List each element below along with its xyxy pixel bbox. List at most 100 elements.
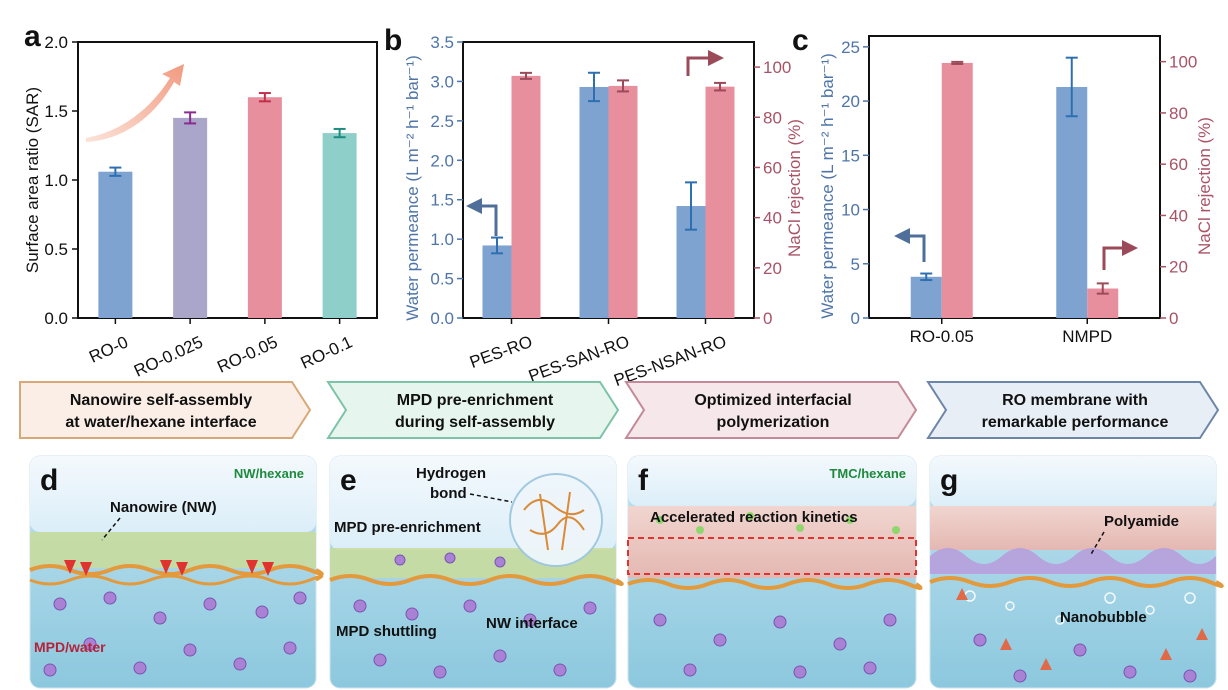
left-y-tick-label-b: 1.5	[430, 191, 454, 210]
panel-letter-b: b	[384, 24, 402, 57]
y-tick-label-a: 1.0	[44, 171, 68, 190]
hydrogen-bond-network	[523, 491, 585, 551]
x-tick-label-a: RO-0.025	[131, 332, 206, 380]
reaction-box-f	[627, 537, 917, 575]
callout-line-d	[101, 517, 121, 541]
step-label-line1: MPD pre-enrichment	[397, 392, 554, 409]
hexane-phase-d	[30, 456, 316, 532]
callout-nw-interface: NW interface	[486, 615, 578, 632]
right-axis-label-b: NaCl rejection (%)	[785, 119, 804, 257]
right-y-tick-label-c: 60	[1169, 155, 1188, 174]
right-y-tick-label-c: 80	[1169, 104, 1188, 123]
flux-arrows-g	[956, 588, 1208, 670]
step-arrow-1	[19, 381, 312, 439]
right-y-tick-label-c: 100	[1169, 53, 1197, 72]
right-y-tick-label-b: 20	[763, 259, 782, 278]
y-tick-label-a: 0.5	[44, 240, 68, 259]
x-tick-label-c: RO-0.05	[910, 327, 974, 346]
step-arrow-3	[624, 381, 918, 439]
nanowire-mesh-d	[29, 564, 324, 576]
left-y-tick-label-b: 0.0	[430, 309, 454, 328]
hexane-phase-g	[930, 456, 1216, 508]
mpd-molecules-e	[353, 552, 597, 679]
bar-c-right-RO-0.05	[941, 62, 973, 318]
trend-arrow-icon	[86, 64, 184, 142]
mpd-molecules-d	[43, 591, 307, 677]
phase-tag-top-f: TMC/hexane	[829, 466, 906, 481]
phase-tag-top-d: NW/hexane	[234, 466, 304, 481]
right-y-tick-label-b: 40	[763, 209, 782, 228]
plot-frame-c	[868, 35, 1161, 319]
left-axis-label-c: Water permeance (L m⁻² h⁻¹ bar⁻¹)	[818, 53, 837, 319]
left-y-tick-label-b: 3.0	[430, 72, 454, 91]
panel-letter-a: a	[24, 20, 41, 53]
bar-c-left-RO-0.05	[910, 276, 942, 318]
left-y-tick-label-c: 0	[851, 309, 860, 328]
scene-f-illustration: f TMC/hexane Accelerated reaction kineti…	[627, 455, 923, 689]
callout-mpd-shuttling: MPD shuttling	[336, 623, 437, 640]
x-tick-label-a: RO-0.1	[298, 332, 356, 372]
hexane-phase-f	[628, 456, 916, 506]
reaction-zone-f	[628, 506, 916, 578]
bar-b-right-PES-RO	[511, 75, 541, 318]
right-y-tick-label-b: 80	[763, 108, 782, 127]
bar-a-RO-0.025	[173, 117, 208, 319]
tmc-molecules-f	[656, 512, 900, 534]
step-arrow-2	[326, 381, 620, 439]
nanowire-mesh-d	[29, 574, 324, 586]
left-y-tick-label-b: 2.5	[430, 112, 454, 131]
right-y-tick-label-c: 20	[1169, 258, 1188, 277]
panel-letter-f: f	[638, 464, 649, 497]
callout-reaction-kinetics: Accelerated reaction kinetics	[650, 509, 858, 526]
arrow-group-d	[64, 560, 274, 576]
x-tick-label-a: RO-0.05	[214, 332, 280, 376]
x-tick-label-a: RO-0	[86, 332, 131, 366]
right-axis-label-c: NaCl rejection (%)	[1195, 117, 1214, 255]
bar-a-RO-0	[98, 171, 133, 318]
panel-b-chart: b 0.00.51.01.52.02.53.03.5 020406080100 …	[384, 24, 804, 390]
left-y-tick-label-c: 10	[841, 201, 860, 220]
callout-hydrogen-bond-line2: bond	[430, 485, 467, 502]
step-label-line1: Nanowire self-assembly	[70, 392, 252, 409]
left-axis-label-b: Water permeance (L m⁻² h⁻¹ bar⁻¹)	[403, 55, 422, 321]
y-tick-label-a: 2.0	[44, 33, 68, 52]
nanowire-mesh-e	[329, 574, 624, 586]
callout-line-e	[469, 493, 513, 503]
left-y-tick-label-c: 25	[841, 38, 860, 57]
left-y-tick-label-b: 1.0	[430, 230, 454, 249]
left-axis-arrow-icon	[466, 198, 498, 236]
panel-letter-d: d	[40, 464, 58, 497]
bar-b-left-PES-SAN-RO	[579, 86, 609, 318]
bar-a-RO-0.05	[247, 97, 282, 318]
x-tick-label-b: PES-RO	[467, 332, 535, 372]
left-y-tick-label-b: 3.5	[430, 33, 454, 52]
callout-hydrogen-bond-line1: Hydrogen	[416, 465, 486, 482]
step-label-line2: during self-assembly	[395, 414, 555, 431]
nanowire-mesh-g	[929, 576, 1224, 588]
scene-e-illustration: e Hydrogen bond MPD pre-enrichment MPD s…	[329, 455, 624, 689]
right-y-tick-label-b: 60	[763, 158, 782, 177]
step-label-line2: polymerization	[717, 414, 830, 431]
left-y-tick-label-b: 0.5	[430, 270, 454, 289]
nanowire-mesh-f	[627, 578, 923, 590]
bar-b-right-PES-SAN-RO	[608, 85, 638, 318]
step-arrow-4	[926, 381, 1220, 439]
y-axis-label-a: Surface area ratio (SAR)	[23, 87, 42, 273]
polyamide-ridges-g	[930, 548, 1216, 574]
mpd-molecules-f	[653, 613, 897, 679]
right-axis-arrow-icon	[1102, 240, 1138, 270]
panel-letter-e: e	[340, 464, 357, 497]
left-y-tick-label-b: 2.0	[430, 151, 454, 170]
bar-b-right-PES-NSAN-RO	[705, 86, 735, 318]
y-tick-label-a: 1.5	[44, 102, 68, 121]
bar-a-RO-0.1	[322, 133, 357, 318]
left-axis-arrow-icon	[894, 228, 926, 262]
left-y-tick-label-c: 5	[851, 255, 860, 274]
right-y-tick-label-b: 100	[763, 58, 791, 77]
right-y-tick-label-c: 0	[1169, 309, 1178, 328]
x-tick-label-c: NMPD	[1062, 327, 1112, 346]
hydrogen-bond-magnifier	[509, 473, 603, 567]
